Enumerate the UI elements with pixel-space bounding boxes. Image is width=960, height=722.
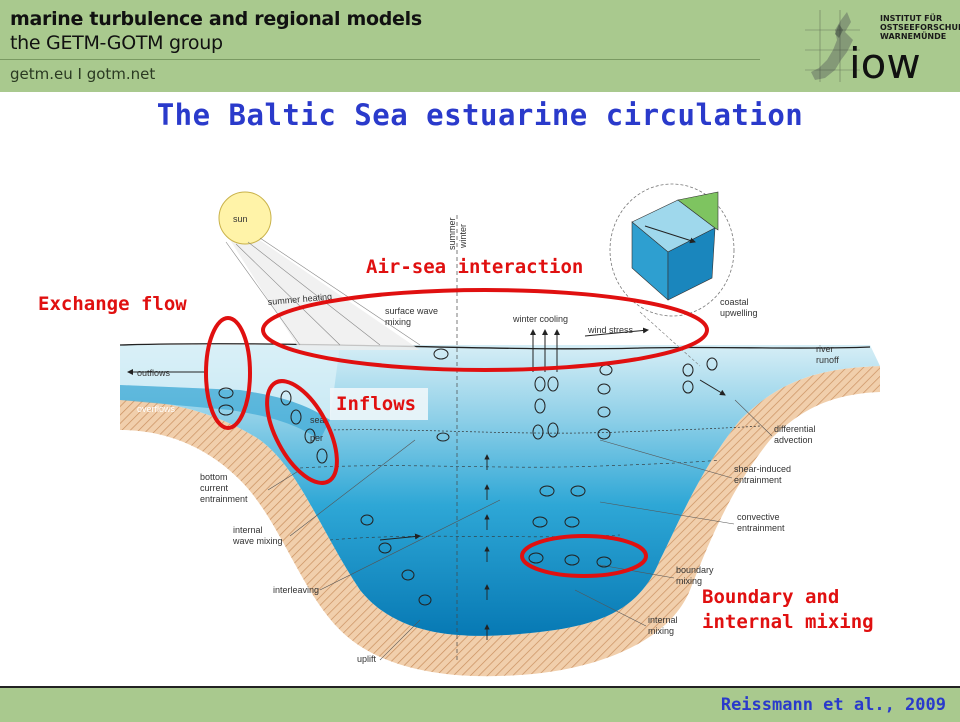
surface-wave-label-2: mixing [385, 317, 411, 327]
logo-institute-text: INSTITUT FÜR OSTSEEFORSCHUNG WARNEMÜNDE [880, 14, 960, 41]
internal-mixing-label-1: internal [648, 615, 678, 625]
convective-label-1: convective [737, 512, 780, 522]
header-bar: marine turbulence and regional models th… [0, 0, 960, 92]
uplift-label: uplift [357, 654, 377, 664]
iow-logo: iow [805, 10, 921, 82]
logo-institute: INSTITUT FÜR OSTSEEFORSCHUNG WARNEMÜNDE [880, 14, 960, 41]
page-title: The Baltic Sea estuarine circulation [156, 98, 804, 132]
convective-label-2: entrainment [737, 523, 785, 533]
per-label: per [310, 433, 323, 443]
summer-label: summer [447, 217, 457, 250]
wind-stress-arrow [584, 327, 649, 337]
annotation-ellipses [204, 288, 709, 578]
winter-cooling-label: winter cooling [512, 314, 568, 324]
sun-icon [218, 191, 420, 350]
bottom-label-2: current [200, 483, 229, 493]
coastal-label-1: coastal [720, 297, 749, 307]
shear-label-2: entrainment [734, 475, 782, 485]
exchange-flow-ellipse [204, 316, 252, 430]
sun-label: sun [233, 214, 248, 224]
shear-label-1: shear-induced [734, 464, 791, 474]
wind-stress-label: wind stress [587, 325, 634, 335]
bottom-label-3: entrainment [200, 494, 248, 504]
surface-wave-label-1: surface wave [385, 306, 438, 316]
header-title: marine turbulence and regional models [10, 8, 422, 30]
bottom-label-1: bottom [200, 472, 228, 482]
exchange-flow-label: Exchange flow [38, 293, 187, 315]
internal-mixing-label-2: mixing [648, 626, 674, 636]
air-sea-ellipse [261, 288, 709, 372]
boundary-ellipse [520, 534, 648, 578]
footer-bar: Reissmann et al., 2009 [0, 686, 960, 722]
sea-surface [119, 343, 871, 350]
air-sea-interaction-label: Air-sea interaction [366, 256, 584, 278]
coastal-label-2: upwelling [720, 308, 758, 318]
river-label-2: runoff [816, 355, 839, 365]
iow-logo-text: iow [849, 39, 921, 82]
seabed [120, 366, 880, 677]
internal-wave-label-2: wave mixing [232, 536, 283, 546]
boundary-mixing-label-2: mixing [676, 576, 702, 586]
overflows-label: overflows [137, 404, 176, 414]
outflows-label: outflows [137, 368, 171, 378]
inflows-ellipse [265, 379, 339, 485]
header-divider [0, 59, 760, 60]
header-subtitle: the GETM-GOTM group [10, 32, 223, 54]
internal-wave-label-1: internal [233, 525, 263, 535]
coastal-upwelling-inset [609, 183, 735, 317]
header-links[interactable]: getm.eu I gotm.net [10, 65, 156, 83]
boundary-mixing-label-line1: Boundary and [702, 586, 840, 608]
winter-label: winter [458, 224, 468, 249]
interleaving-label: interleaving [273, 585, 319, 595]
differential-label-2: advection [774, 435, 813, 445]
inflows-label: Inflows [336, 393, 417, 415]
sea-label: sea [310, 415, 325, 425]
baltic-map-icon [811, 12, 853, 80]
footer-citation: Reissmann et al., 2009 [720, 695, 946, 715]
boundary-mixing-label-line2: internal mixing [702, 611, 874, 633]
river-label-1: river [816, 344, 834, 354]
circulation-diagram: sun summer heating summer winter surface… [119, 183, 880, 677]
differential-label-1: differential [774, 424, 815, 434]
boundary-mixing-label-1: boundary [676, 565, 714, 575]
